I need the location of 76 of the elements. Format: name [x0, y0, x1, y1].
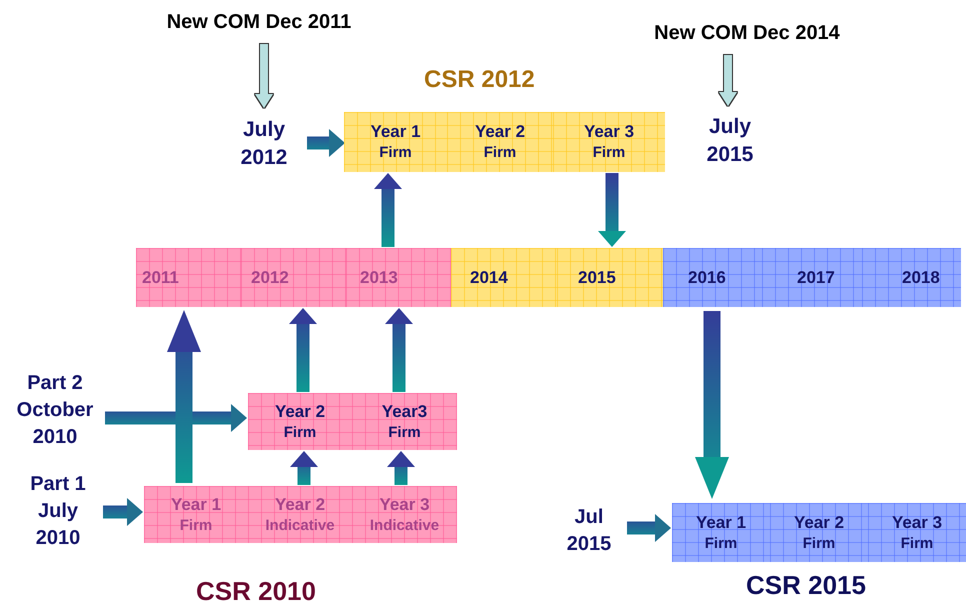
- status-label: Firm: [802, 534, 836, 554]
- year-label: Year 1: [696, 512, 746, 534]
- arrow: [290, 451, 318, 485]
- year-label: Year 3: [584, 121, 634, 144]
- status-label: Firm: [900, 534, 934, 554]
- year-label: Year 2: [794, 512, 844, 534]
- year-cell: [663, 248, 762, 307]
- arrow: [103, 498, 143, 526]
- arrow: [255, 44, 273, 108]
- arrow: [167, 310, 201, 483]
- year-cell: [144, 486, 248, 543]
- year-cell: [136, 248, 241, 307]
- arrow: [289, 308, 317, 392]
- status-label: Firm: [704, 534, 738, 554]
- year-cell: [762, 248, 862, 307]
- date-label: July 2015: [706, 114, 754, 168]
- year-label: 2013: [360, 268, 398, 288]
- status-label: Firm: [592, 143, 626, 163]
- year-label: Year 2: [274, 494, 326, 516]
- date-label: July 2012: [240, 116, 288, 171]
- arrow: [719, 55, 737, 106]
- date-label: Part 2 October 2010: [16, 370, 94, 450]
- status-label: Firm: [484, 143, 516, 163]
- year-cell: [770, 503, 868, 562]
- status-label: Indicative: [370, 516, 440, 536]
- year-label: Year 1: [170, 494, 222, 516]
- arrow: [105, 404, 247, 432]
- date-label: Part 1 July 2010: [29, 472, 87, 550]
- year-cell: [352, 393, 457, 450]
- year-cell: [344, 112, 447, 172]
- year-cell: [862, 248, 961, 307]
- year-label: Year3: [382, 400, 428, 423]
- year-cell: [557, 248, 663, 307]
- year-cell: [553, 112, 665, 172]
- year-label: 2014: [470, 268, 508, 288]
- arrow: [374, 173, 402, 247]
- year-label: Year 1: [370, 121, 421, 144]
- year-cell: [447, 112, 553, 172]
- status-label: Indicative: [265, 516, 335, 536]
- grid-band: [344, 112, 665, 172]
- year-label: Year 3: [892, 512, 942, 534]
- year-label: 2017: [797, 268, 835, 288]
- year-label: Year 2: [474, 121, 526, 144]
- date-label: Jul 2015: [566, 505, 612, 557]
- arrow: [627, 514, 671, 542]
- year-cell: [241, 248, 346, 307]
- year-cell: [352, 486, 457, 543]
- year-cell: [248, 486, 352, 543]
- year-label: 2018: [902, 268, 940, 288]
- year-label: 2012: [251, 268, 289, 288]
- programme-title: CSR 2010: [196, 576, 316, 607]
- year-label: 2015: [578, 268, 616, 288]
- date-label: New COM Dec 2014: [654, 20, 840, 46]
- year-cell: [672, 503, 770, 562]
- status-label: Firm: [284, 422, 316, 442]
- year-cell: [451, 248, 557, 307]
- year-cell: [346, 248, 451, 307]
- date-label: New COM Dec 2011: [166, 10, 352, 34]
- status-label: Firm: [379, 143, 412, 163]
- year-cell: [868, 503, 966, 562]
- arrow: [695, 311, 729, 499]
- band-heading: CSR 2015: [746, 570, 866, 601]
- year-label: 2016: [688, 268, 726, 288]
- status-label: Firm: [180, 516, 212, 536]
- arrow: [385, 308, 413, 392]
- year-label: Year 3: [379, 494, 430, 516]
- programme-title: CSR 2012: [424, 66, 535, 94]
- arrow: [598, 173, 626, 247]
- year-label: Year 2: [274, 400, 326, 423]
- arrow: [307, 129, 345, 157]
- status-label: Firm: [388, 422, 421, 442]
- grid-band: [144, 486, 457, 543]
- grid-band: [248, 393, 457, 450]
- year-cell: [248, 393, 352, 450]
- year-label: 2011: [142, 268, 179, 288]
- arrow: [387, 451, 415, 485]
